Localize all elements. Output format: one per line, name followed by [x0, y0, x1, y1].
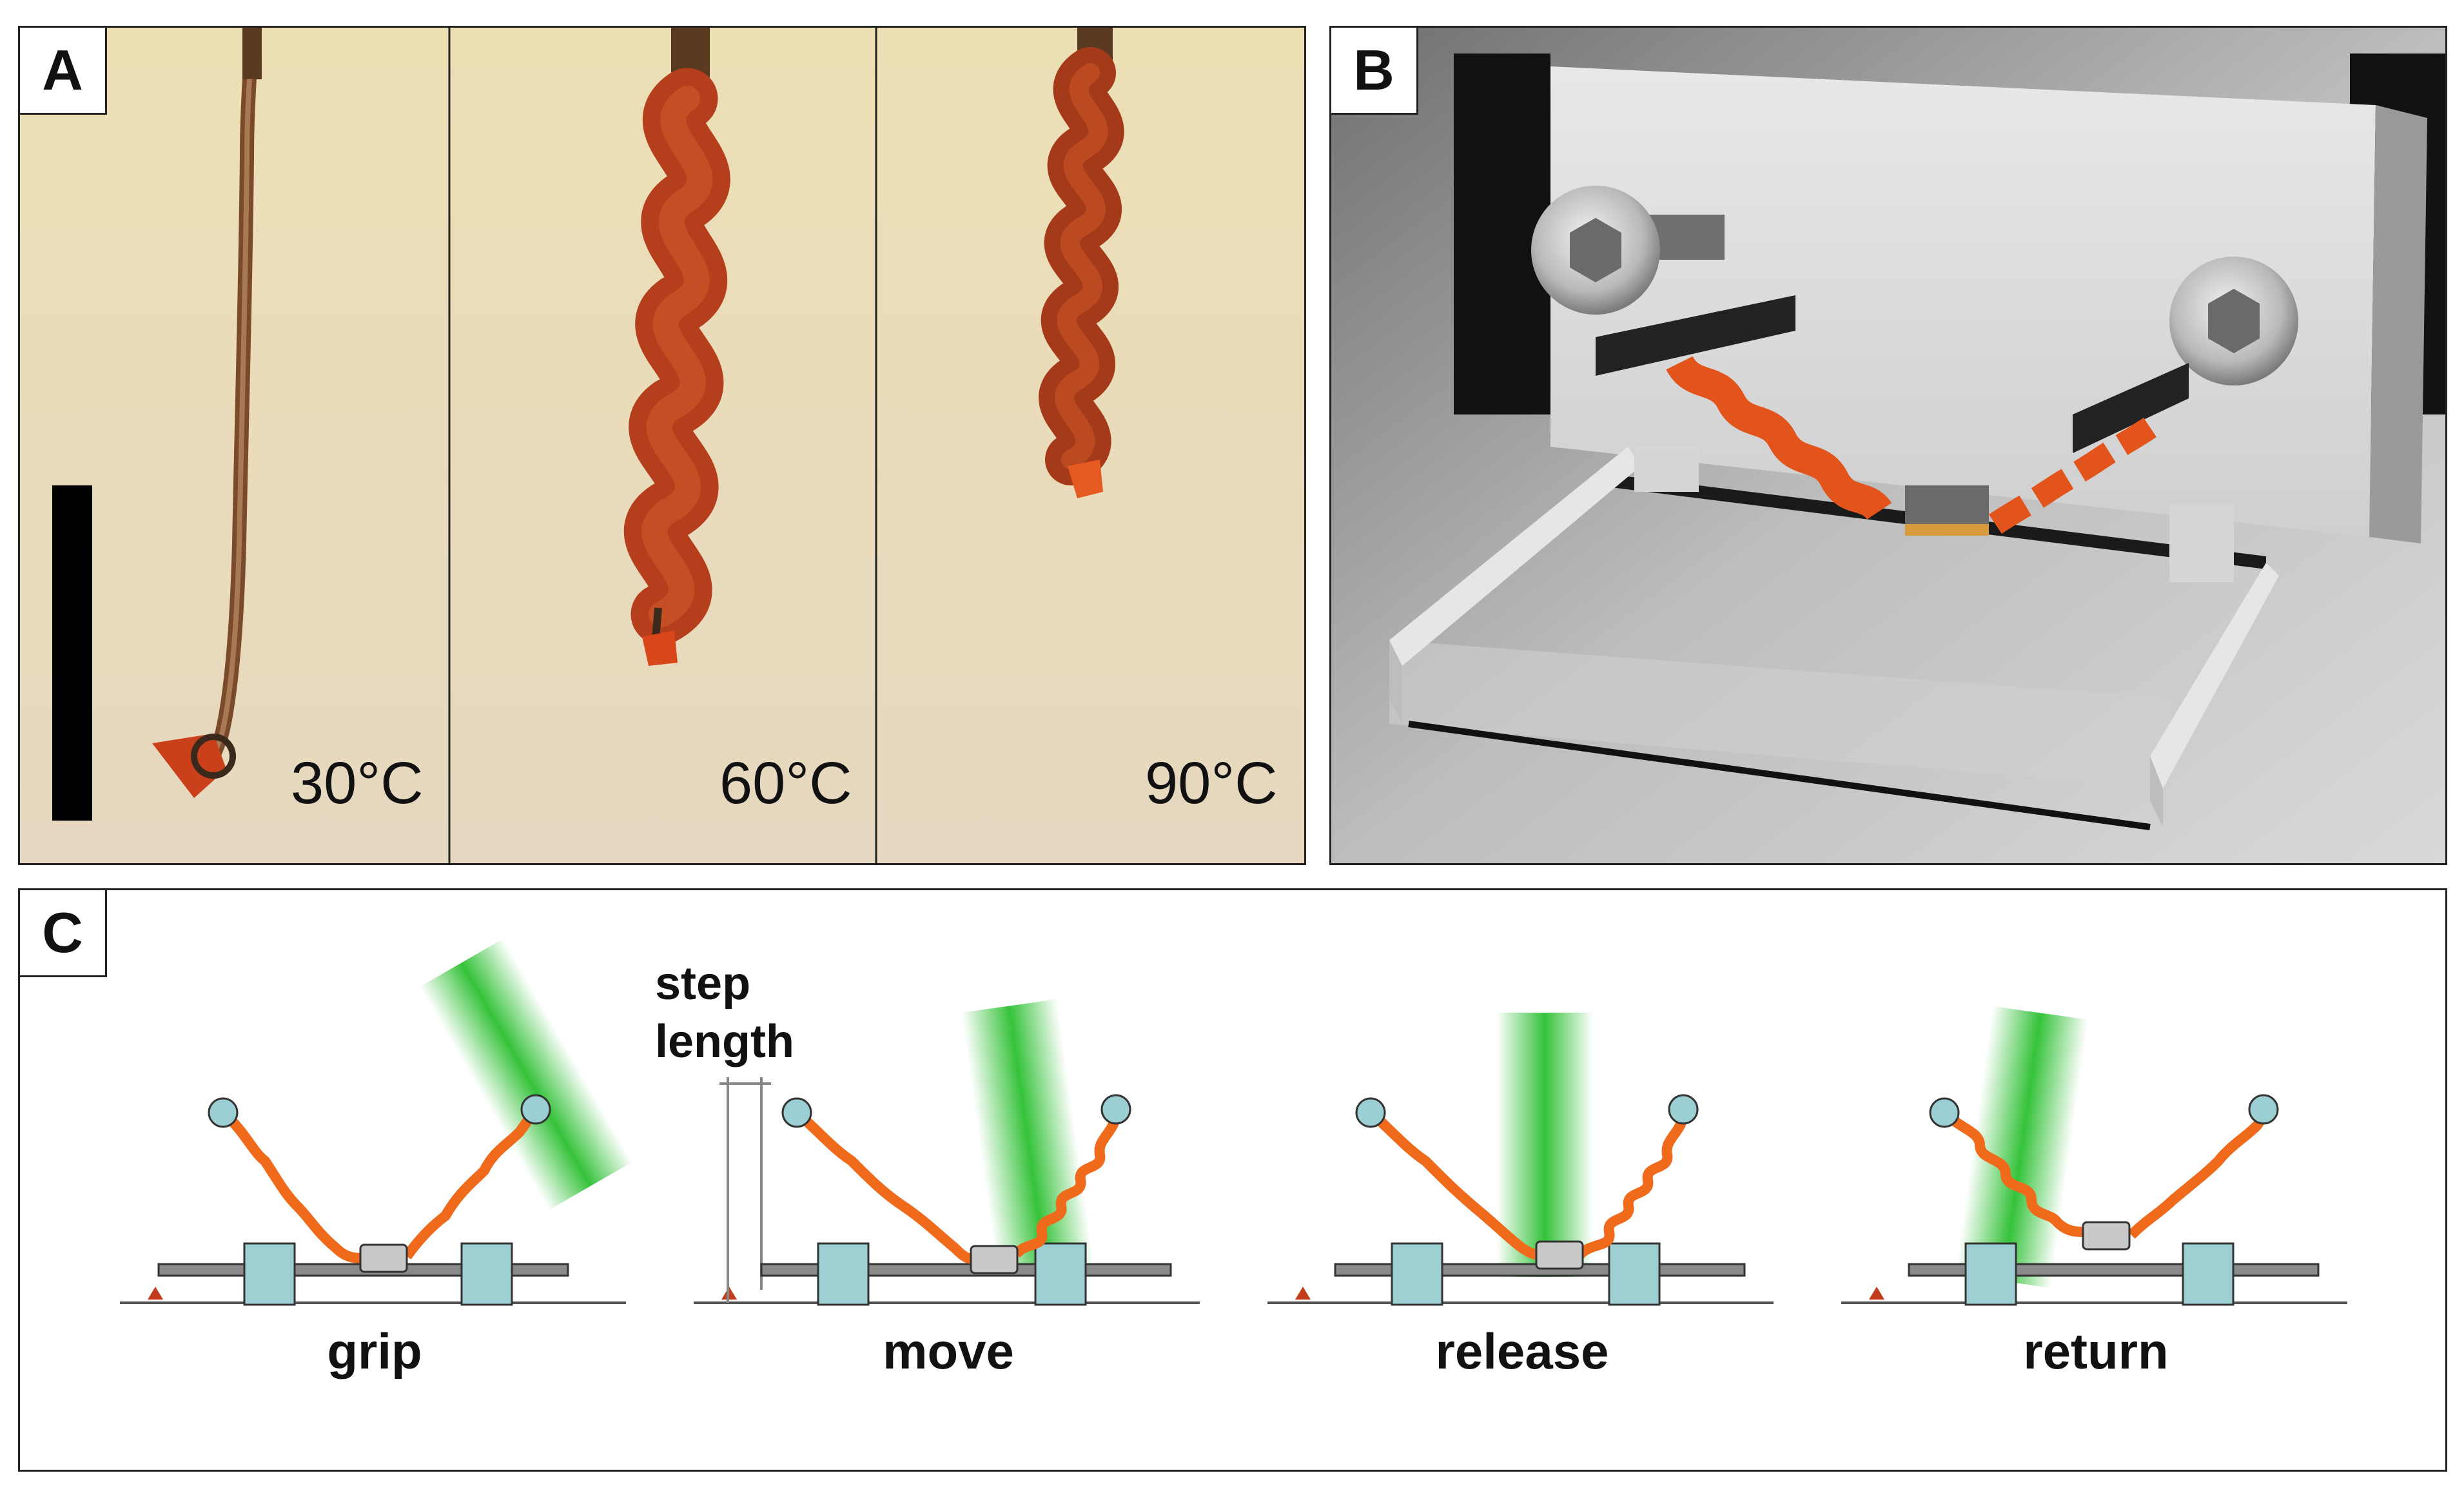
device-render: [1331, 28, 2445, 863]
guide-block: [817, 1242, 870, 1306]
guide-block: [1391, 1242, 1443, 1306]
stage-release: [1267, 1013, 1774, 1306]
temperature-label-90: 90°C: [1145, 750, 1278, 816]
guide-block: [460, 1242, 513, 1306]
guide-block: [1964, 1242, 2017, 1306]
panel-c-label: C: [20, 890, 107, 977]
joint: [1668, 1094, 1699, 1125]
temperature-label-30: 30°C: [291, 750, 424, 816]
guide-block: [1034, 1242, 1087, 1306]
guide-block: [1608, 1242, 1661, 1306]
joint: [1100, 1094, 1131, 1125]
step-length-line2: length: [655, 1016, 794, 1067]
stage-label-move: move: [883, 1323, 1014, 1379]
panel-c: C step length: [18, 888, 2447, 1472]
slider-block: [970, 1245, 1019, 1274]
step-length-line1: step: [655, 958, 751, 1009]
slider-block: [1535, 1240, 1584, 1270]
panel-b: B: [1329, 26, 2447, 865]
scale-bar: [52, 485, 92, 821]
laser-beam: [420, 939, 632, 1211]
guide-block: [243, 1242, 296, 1306]
panel-b-label: B: [1331, 28, 1418, 115]
stage-grip: [120, 939, 632, 1306]
screw-left: [1531, 186, 1725, 315]
joint: [208, 1097, 239, 1128]
stage-label-release: release: [1435, 1323, 1609, 1379]
fiber-30c: [152, 28, 262, 798]
joint: [520, 1094, 551, 1125]
fiber-90c: [1039, 28, 1124, 498]
walking-cycle-diagram: [120, 939, 2347, 1306]
stage-return: [1841, 1006, 2347, 1306]
fiber-60c: [624, 28, 730, 666]
screw-right: [2169, 257, 2298, 385]
panel-a: A: [18, 26, 1306, 865]
joint: [781, 1097, 812, 1128]
slider-block: [2082, 1221, 2131, 1251]
temperature-label-60: 60°C: [719, 750, 852, 816]
stage-label-return: return: [2023, 1323, 2169, 1379]
stage-move: [694, 999, 1200, 1306]
panel-a-photos: [20, 28, 1304, 863]
laser-beam: [1496, 1013, 1593, 1277]
joint: [1929, 1097, 1960, 1128]
guide-block: [2182, 1242, 2234, 1306]
stage-label-grip: grip: [327, 1323, 422, 1379]
step-length-label: step length: [655, 955, 794, 1071]
slider-block: [359, 1243, 408, 1273]
panel-a-label: A: [20, 28, 107, 115]
joint: [2248, 1094, 2279, 1125]
joint: [1355, 1097, 1386, 1128]
laser-beam: [961, 999, 1094, 1275]
